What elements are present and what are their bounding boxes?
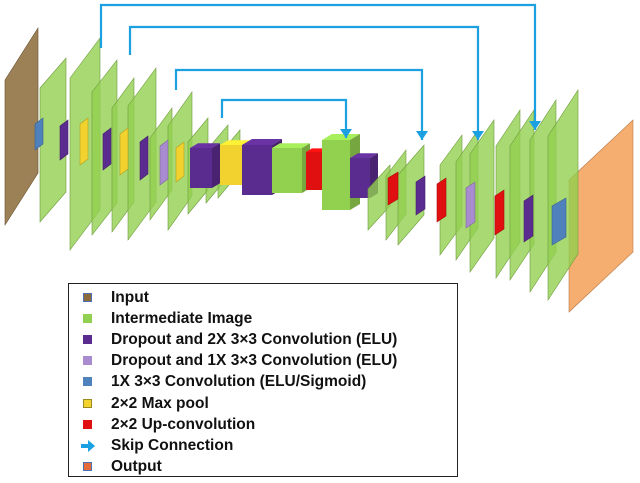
conv-2x-block: [523, 194, 534, 243]
conv-1x-swatch-icon: [83, 377, 92, 386]
legend-item-input: Input: [69, 288, 457, 308]
legend-item-dropout-1x: Dropout and 1X 3×3 Convolution (ELU): [69, 351, 457, 371]
upconv-swatch-icon: [83, 420, 92, 429]
decoder-feature-map: [469, 119, 495, 273]
skip-arrow-head: [472, 131, 484, 140]
legend-label: Dropout and 2X 3×3 Convolution (ELU): [111, 331, 398, 348]
bottleneck-block: [350, 158, 370, 198]
legend-label: 2×2 Up-convolution: [111, 416, 256, 433]
legend-item-output: Output: [69, 457, 457, 477]
upconv-block: [306, 152, 322, 190]
maxpool-block: [79, 117, 89, 166]
output-image: [568, 119, 634, 313]
encoder-feature-map: [39, 57, 67, 223]
bottleneck-block: [272, 148, 302, 193]
conv-2x-block: [59, 119, 69, 161]
skip-connection: [128, 25, 480, 140]
bottleneck-block: [242, 139, 282, 145]
intermediate-swatch-icon: [83, 314, 92, 323]
legend-item-intermediate: Intermediate Image: [69, 309, 457, 329]
conv-1x-block: [465, 181, 476, 229]
legend-label: Skip Connection: [111, 437, 234, 454]
upconv-block: [436, 177, 447, 223]
maxpool-block: [119, 127, 129, 176]
skip-connection: [99, 3, 537, 130]
bottleneck-block: [190, 143, 220, 148]
skip-arrow-head: [416, 131, 428, 140]
skip-arrow-icon: [81, 440, 95, 452]
bottleneck-block: [272, 143, 310, 148]
legend-item-maxpool: 2×2 Max pool: [69, 394, 457, 414]
bottleneck-block: [212, 143, 220, 188]
conv-1x-block: [159, 139, 169, 186]
dropout-1x-swatch-icon: [83, 356, 92, 365]
dropout-2x-swatch-icon: [83, 335, 92, 344]
skip-connection: [220, 98, 348, 138]
conv-2x-block: [102, 127, 112, 171]
bottleneck-block: [242, 145, 272, 195]
bottleneck-block: [322, 134, 360, 140]
decoder-feature-map: [397, 144, 425, 246]
skip-arrow-head: [529, 121, 541, 130]
bottleneck-block: [322, 140, 350, 210]
conv-1x-output-block: [551, 197, 567, 246]
conv-2x-block: [139, 135, 149, 181]
legend-label: Output: [111, 458, 162, 475]
skip-arrow-head: [340, 129, 352, 138]
maxpool-swatch-icon: [83, 399, 92, 408]
legend-label: Input: [111, 289, 149, 306]
maxpool-block: [175, 141, 185, 183]
decoder-feature-map: [547, 88, 579, 302]
bottleneck-block: [190, 148, 212, 188]
skip-connection: [174, 68, 424, 140]
legend-label: 2×2 Max pool: [111, 395, 209, 412]
legend-item-conv-1x: 1X 3×3 Convolution (ELU/Sigmoid): [69, 372, 457, 392]
upconv-block: [387, 171, 399, 206]
output-swatch-icon: [83, 462, 92, 471]
input-image: [4, 26, 39, 227]
input-swatch-icon: [83, 293, 92, 302]
upconv-block: [494, 189, 505, 236]
bottleneck-block: [350, 153, 378, 158]
conv-2x-block: [415, 175, 426, 216]
conv-1x-input-block: [34, 117, 44, 151]
bottleneck-block: [220, 140, 250, 145]
legend-item-skip: Skip Connection: [69, 436, 457, 456]
legend-label: 1X 3×3 Convolution (ELU/Sigmoid): [111, 373, 367, 390]
bottleneck-block: [220, 145, 242, 185]
legend-label: Intermediate Image: [111, 310, 253, 327]
legend-item-upconv: 2×2 Up-convolution: [69, 415, 457, 435]
legend-item-dropout-2x: Dropout and 2X 3×3 Convolution (ELU): [69, 330, 457, 350]
legend: Input Intermediate Image Dropout and 2X …: [68, 283, 458, 477]
legend-label: Dropout and 1X 3×3 Convolution (ELU): [111, 352, 398, 369]
